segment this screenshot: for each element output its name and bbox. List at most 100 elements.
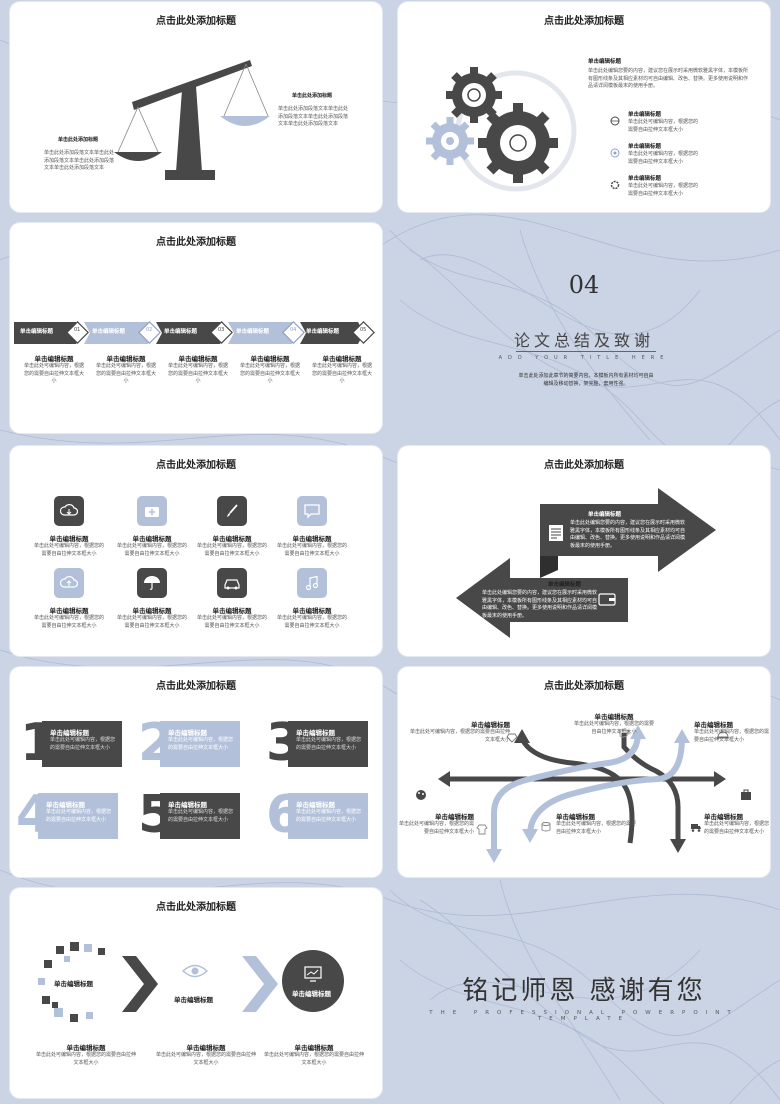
right-title: 单击此处添加标题 xyxy=(292,93,333,99)
item-title: 单击编辑标题 xyxy=(296,801,335,809)
grid-item: 单击编辑标题单击此处可编辑内容，根据您的需要自由拉伸文本框大小 xyxy=(277,533,347,558)
item-body: 单击此处可编辑内容，根据您的需要自由拉伸文本框大小 xyxy=(50,737,116,751)
slide-title: 点击此处添加标题 xyxy=(544,681,624,692)
grid-item: 单击编辑标题单击此处可编辑内容，根据您的需要自由拉伸文本框大小 xyxy=(197,605,267,630)
section-number: 04 xyxy=(568,271,600,299)
grid-item: 单击编辑标题单击此处可编辑内容，根据您的需要自由拉伸文本框大小 xyxy=(34,533,104,558)
left-title: 单击此处添加标题 xyxy=(58,137,99,143)
top-body: 单击此处编辑您要的内容，建议您在展示时采用微软雅黑字体，本模板所有图形线条及其相… xyxy=(570,520,686,549)
arrows-illustration xyxy=(456,488,716,638)
grid-body: 单击此处可编辑内容，根据您的需要自由拉伸文本框大小 xyxy=(34,615,105,629)
cross-title: 单击编辑标题 xyxy=(556,813,595,821)
intro-title: 单击编辑标题 xyxy=(588,59,622,65)
grid-body: 单击此处可编辑内容，根据您的需要自由拉伸文本框大小 xyxy=(34,543,105,557)
slide-title: 点击此处添加标题 xyxy=(156,237,236,248)
bottom-body: 单击此处编辑您要的内容，建议您在展示时采用微软雅黑字体，本模板所有图形线条及其相… xyxy=(482,590,598,619)
step-body: 单击此处可编辑内容，根据您的需要自由拉伸文本框大小 xyxy=(239,363,300,384)
slide-title: 点击此处添加标题 xyxy=(544,16,624,27)
palette-icon xyxy=(416,790,426,800)
step-label: 单击编辑标题 xyxy=(164,329,198,335)
process-descriptions: 单击编辑标题单击此处可编辑内容，根据您的需要自由拉伸文本框大小 单击编辑标题单击… xyxy=(18,353,378,386)
item-body: 单击此处可编辑内容，根据您的需要自由拉伸文本框大小 xyxy=(628,183,699,197)
briefcase-icon xyxy=(741,789,751,800)
eye-icon xyxy=(182,964,208,978)
section-body: 单击此处添加此章节的简要内容，本模板内所有素材均可自由编辑及移动替换，架完整，套… xyxy=(518,373,654,387)
item-body: 单击此处可编辑内容，根据您的需要自由拉伸文本框大小 xyxy=(168,737,234,751)
step-body: 单击此处可编辑内容，根据您的需要自由拉伸文本框大小 xyxy=(95,363,156,384)
step-number: 05 xyxy=(360,327,367,333)
balance-scale-illustration xyxy=(114,60,270,180)
flow-body: 单击此处可编辑内容，根据您的需要自由拉伸文本框大小 xyxy=(36,1052,137,1066)
thanks-heading: 铭记师恩 感谢有您 xyxy=(462,976,706,1006)
top-title: 单击编辑标题 xyxy=(588,512,622,518)
slide-title: 点击此处添加标题 xyxy=(156,16,236,27)
document-icon xyxy=(549,525,563,541)
grid-title: 单击编辑标题 xyxy=(212,607,252,615)
grid-body: 单击此处可编辑内容，根据您的需要自由拉伸文本框大小 xyxy=(197,615,268,629)
database-icon xyxy=(541,822,551,832)
bottom-title: 单击编辑标题 xyxy=(548,582,582,588)
section-heading: 论文总结及致谢 xyxy=(513,331,654,350)
flow-body: 单击此处可编辑内容，根据您的需要自由拉伸文本框大小 xyxy=(156,1052,257,1066)
cross-body: 单击此处可编辑内容，根据您的需要自由拉伸文本框大小 xyxy=(704,821,770,835)
cloud-download-icon xyxy=(54,496,84,526)
process-chevrons xyxy=(14,321,375,344)
grid-body: 单击此处可编辑内容，根据您的需要自由拉伸文本框大小 xyxy=(277,615,348,629)
cross-title: 单击编辑标题 xyxy=(594,713,634,721)
step-body: 单击此处可编辑内容，根据您的需要自由拉伸文本框大小 xyxy=(23,363,84,384)
item-body: 单击此处可编辑内容，根据您的需要自由拉伸文本框大小 xyxy=(296,809,362,823)
slide-balance: 点击此处添加标题 单击此处添加标题 单击此处添加段落文本单击此处添加段落文本单击… xyxy=(10,2,382,212)
grid-item: 单击编辑标题单击此处可编辑内容，根据您的需要自由拉伸文本框大小 xyxy=(34,605,104,630)
step-body: 单击此处可编辑内容，根据您的需要自由拉伸文本框大小 xyxy=(311,363,372,384)
cross-body: 单击此处可编辑内容，根据您的需要自由拉伸文本框大小 xyxy=(694,729,770,743)
brush-icon xyxy=(217,496,247,526)
cup-icon xyxy=(619,729,630,738)
step-title: 单击编辑标题 xyxy=(34,355,74,363)
cross-body: 单击此处可编辑内容，根据您的需要自由拉伸文本框大小 xyxy=(574,721,655,735)
step-title: 单击编辑标题 xyxy=(178,355,218,363)
umbrella-icon xyxy=(137,568,167,598)
step-title: 单击编辑标题 xyxy=(250,355,290,363)
slide-section-cover: 04 论文总结及致谢 ADD YOUR TITLE HERE 单击此处添加此章节… xyxy=(398,223,770,433)
step-label: 单击编辑标题 xyxy=(236,329,270,335)
cross-title: 单击编辑标题 xyxy=(471,721,510,729)
flow-label: 单击编辑标题 xyxy=(174,996,213,1004)
monitor-icon xyxy=(304,966,322,982)
step-number: 04 xyxy=(290,327,297,333)
step-number: 02 xyxy=(146,327,153,333)
flow-label: 单击编辑标题 xyxy=(292,990,331,998)
right-body: 单击此处添加段落文本单击此处添加段落文本单击此处添加段落文本单击此处添加段落文本 xyxy=(278,106,349,127)
cross-body: 单击此处可编辑内容，根据您的需要自由拉伸文本框大小 xyxy=(410,729,511,743)
flow-title: 单击编辑标题 xyxy=(294,1044,334,1052)
step-number: 01 xyxy=(74,327,81,333)
grid-title: 单击编辑标题 xyxy=(132,535,172,543)
slide-title: 点击此处添加标题 xyxy=(156,460,236,471)
grid-item: 单击编辑标题单击此处可编辑内容，根据您的需要自由拉伸文本框大小 xyxy=(197,533,267,558)
cross-body: 单击此处可编辑内容，根据您的需要自由拉伸文本框大小 xyxy=(398,821,474,835)
grid-title: 单击编辑标题 xyxy=(49,535,89,543)
flow-item: 单击编辑标题单击此处可编辑内容，根据您的需要自由拉伸文本框大小 xyxy=(36,1042,136,1067)
cross-title: 单击编辑标题 xyxy=(704,813,743,821)
slide-thank-you: 铭记师恩 感谢有您 THE PROFESSIONAL POWERPOINT TE… xyxy=(398,888,770,1098)
chat-icon xyxy=(297,496,327,526)
slide-two-arrows: 点击此处添加标题 单击编辑标题 单击此处编辑您要的内容，建议您在展示时采用微软雅… xyxy=(398,446,770,656)
food-icon xyxy=(717,731,729,739)
grid-body: 单击此处可编辑内容，根据您的需要自由拉伸文本框大小 xyxy=(117,543,188,557)
grid-item: 单击编辑标题单击此处可编辑内容，根据您的需要自由拉伸文本框大小 xyxy=(117,605,187,630)
flow-title: 单击编辑标题 xyxy=(66,1044,106,1052)
grid-item: 单击编辑标题单击此处可编辑内容，根据您的需要自由拉伸文本框大小 xyxy=(277,605,347,630)
left-body: 单击此处添加段落文本单击此处添加段落文本单击此处添加段落文本单击此处添加段落文本 xyxy=(44,150,115,171)
cross-title: 单击编辑标题 xyxy=(694,721,733,729)
item-body: 单击此处可编辑内容，根据您的需要自由拉伸文本框大小 xyxy=(628,119,699,133)
slide-process: 点击此处添加标题 单击编辑标题 01 单击编辑标题 02 单击编辑标题 03 单… xyxy=(10,223,382,433)
item-body: 单击此处可编辑内容，根据您的需要自由拉伸文本框大小 xyxy=(46,809,112,823)
cross-item: 单击编辑标题单击此处可编辑内容，根据您的需要自由拉伸文本框大小 xyxy=(704,811,770,836)
grid-title: 单击编辑标题 xyxy=(49,607,89,615)
cross-item: 单击编辑标题单击此处可编辑内容，根据您的需要自由拉伸文本框大小 xyxy=(398,811,474,836)
thanks-subtitle: THE PROFESSIONAL POWERPOINT TEMPLATE xyxy=(429,1010,739,1022)
grid-body: 单击此处可编辑内容，根据您的需要自由拉伸文本框大小 xyxy=(197,543,268,557)
process-labels: 单击编辑标题 01 单击编辑标题 02 单击编辑标题 03 单击编辑标题 04 … xyxy=(14,327,382,341)
pixel-cluster-illustration xyxy=(38,942,105,1022)
divider xyxy=(516,351,656,352)
item-body: 单击此处可编辑内容，根据您的需要自由拉伸文本框大小 xyxy=(168,809,234,823)
